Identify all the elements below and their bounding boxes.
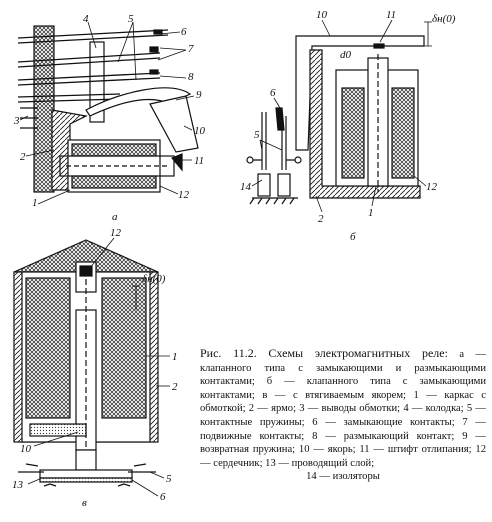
caption-title: Рис. 11.2. Схемы электромагнитных реле: [200, 346, 448, 360]
svg-text:5: 5 [166, 473, 172, 485]
svg-text:10: 10 [194, 125, 206, 137]
svg-text:10: 10 [316, 9, 328, 21]
svg-text:6: 6 [181, 26, 187, 38]
svg-text:12: 12 [178, 189, 190, 201]
panel-a-sublabel: а [112, 211, 118, 223]
svg-text:4: 4 [83, 13, 89, 25]
svg-text:5: 5 [128, 13, 134, 25]
svg-text:7: 7 [188, 43, 194, 55]
caption-last-line: 14 — изоляторы [306, 471, 380, 483]
panel-c-sublabel: в [82, 497, 87, 509]
panel-b-sublabel: б [350, 231, 356, 243]
figure-caption: Рис. 11.2. Схемы электромагнитных реле: … [200, 346, 486, 484]
svg-text:11: 11 [194, 155, 204, 167]
contact-springs [17, 29, 169, 103]
svg-text:6: 6 [270, 87, 276, 99]
panel-b-labels: 10 11 δн(0) d0 6 5 14 2 1 12 б [240, 9, 456, 243]
svg-text:6: 6 [160, 491, 166, 503]
panel-a [17, 25, 199, 193]
panel-c-labels: 12 δн(0) 1 2 10 5 6 13 в [12, 227, 178, 509]
svg-text:2: 2 [318, 213, 324, 225]
caption-body: а — клапанного типа с замыкающими и разм… [200, 349, 486, 469]
panel-a-labels: 4 5 6 7 8 9 10 11 12 1 2 3 а [13, 13, 206, 223]
svg-text:10: 10 [20, 443, 32, 455]
insulator-block [33, 25, 55, 193]
svg-text:2: 2 [20, 151, 26, 163]
panel-b [246, 21, 432, 205]
svg-text:2: 2 [172, 381, 178, 393]
d0-symbol: d0 [340, 49, 352, 61]
svg-text:11: 11 [386, 9, 396, 21]
svg-text:9: 9 [196, 89, 202, 101]
svg-text:5: 5 [254, 129, 260, 141]
svg-text:12: 12 [110, 227, 122, 239]
svg-text:1: 1 [368, 207, 374, 219]
svg-text:1: 1 [32, 197, 38, 209]
panel-c [13, 239, 159, 487]
gap-symbol-c: δн(0) [142, 273, 166, 285]
svg-text:13: 13 [12, 479, 24, 491]
svg-text:14: 14 [240, 181, 252, 193]
svg-text:1: 1 [172, 351, 178, 363]
svg-text:8: 8 [188, 71, 194, 83]
gap-symbol-b: δн(0) [432, 13, 456, 25]
svg-text:12: 12 [426, 181, 438, 193]
svg-text:3: 3 [13, 115, 20, 127]
